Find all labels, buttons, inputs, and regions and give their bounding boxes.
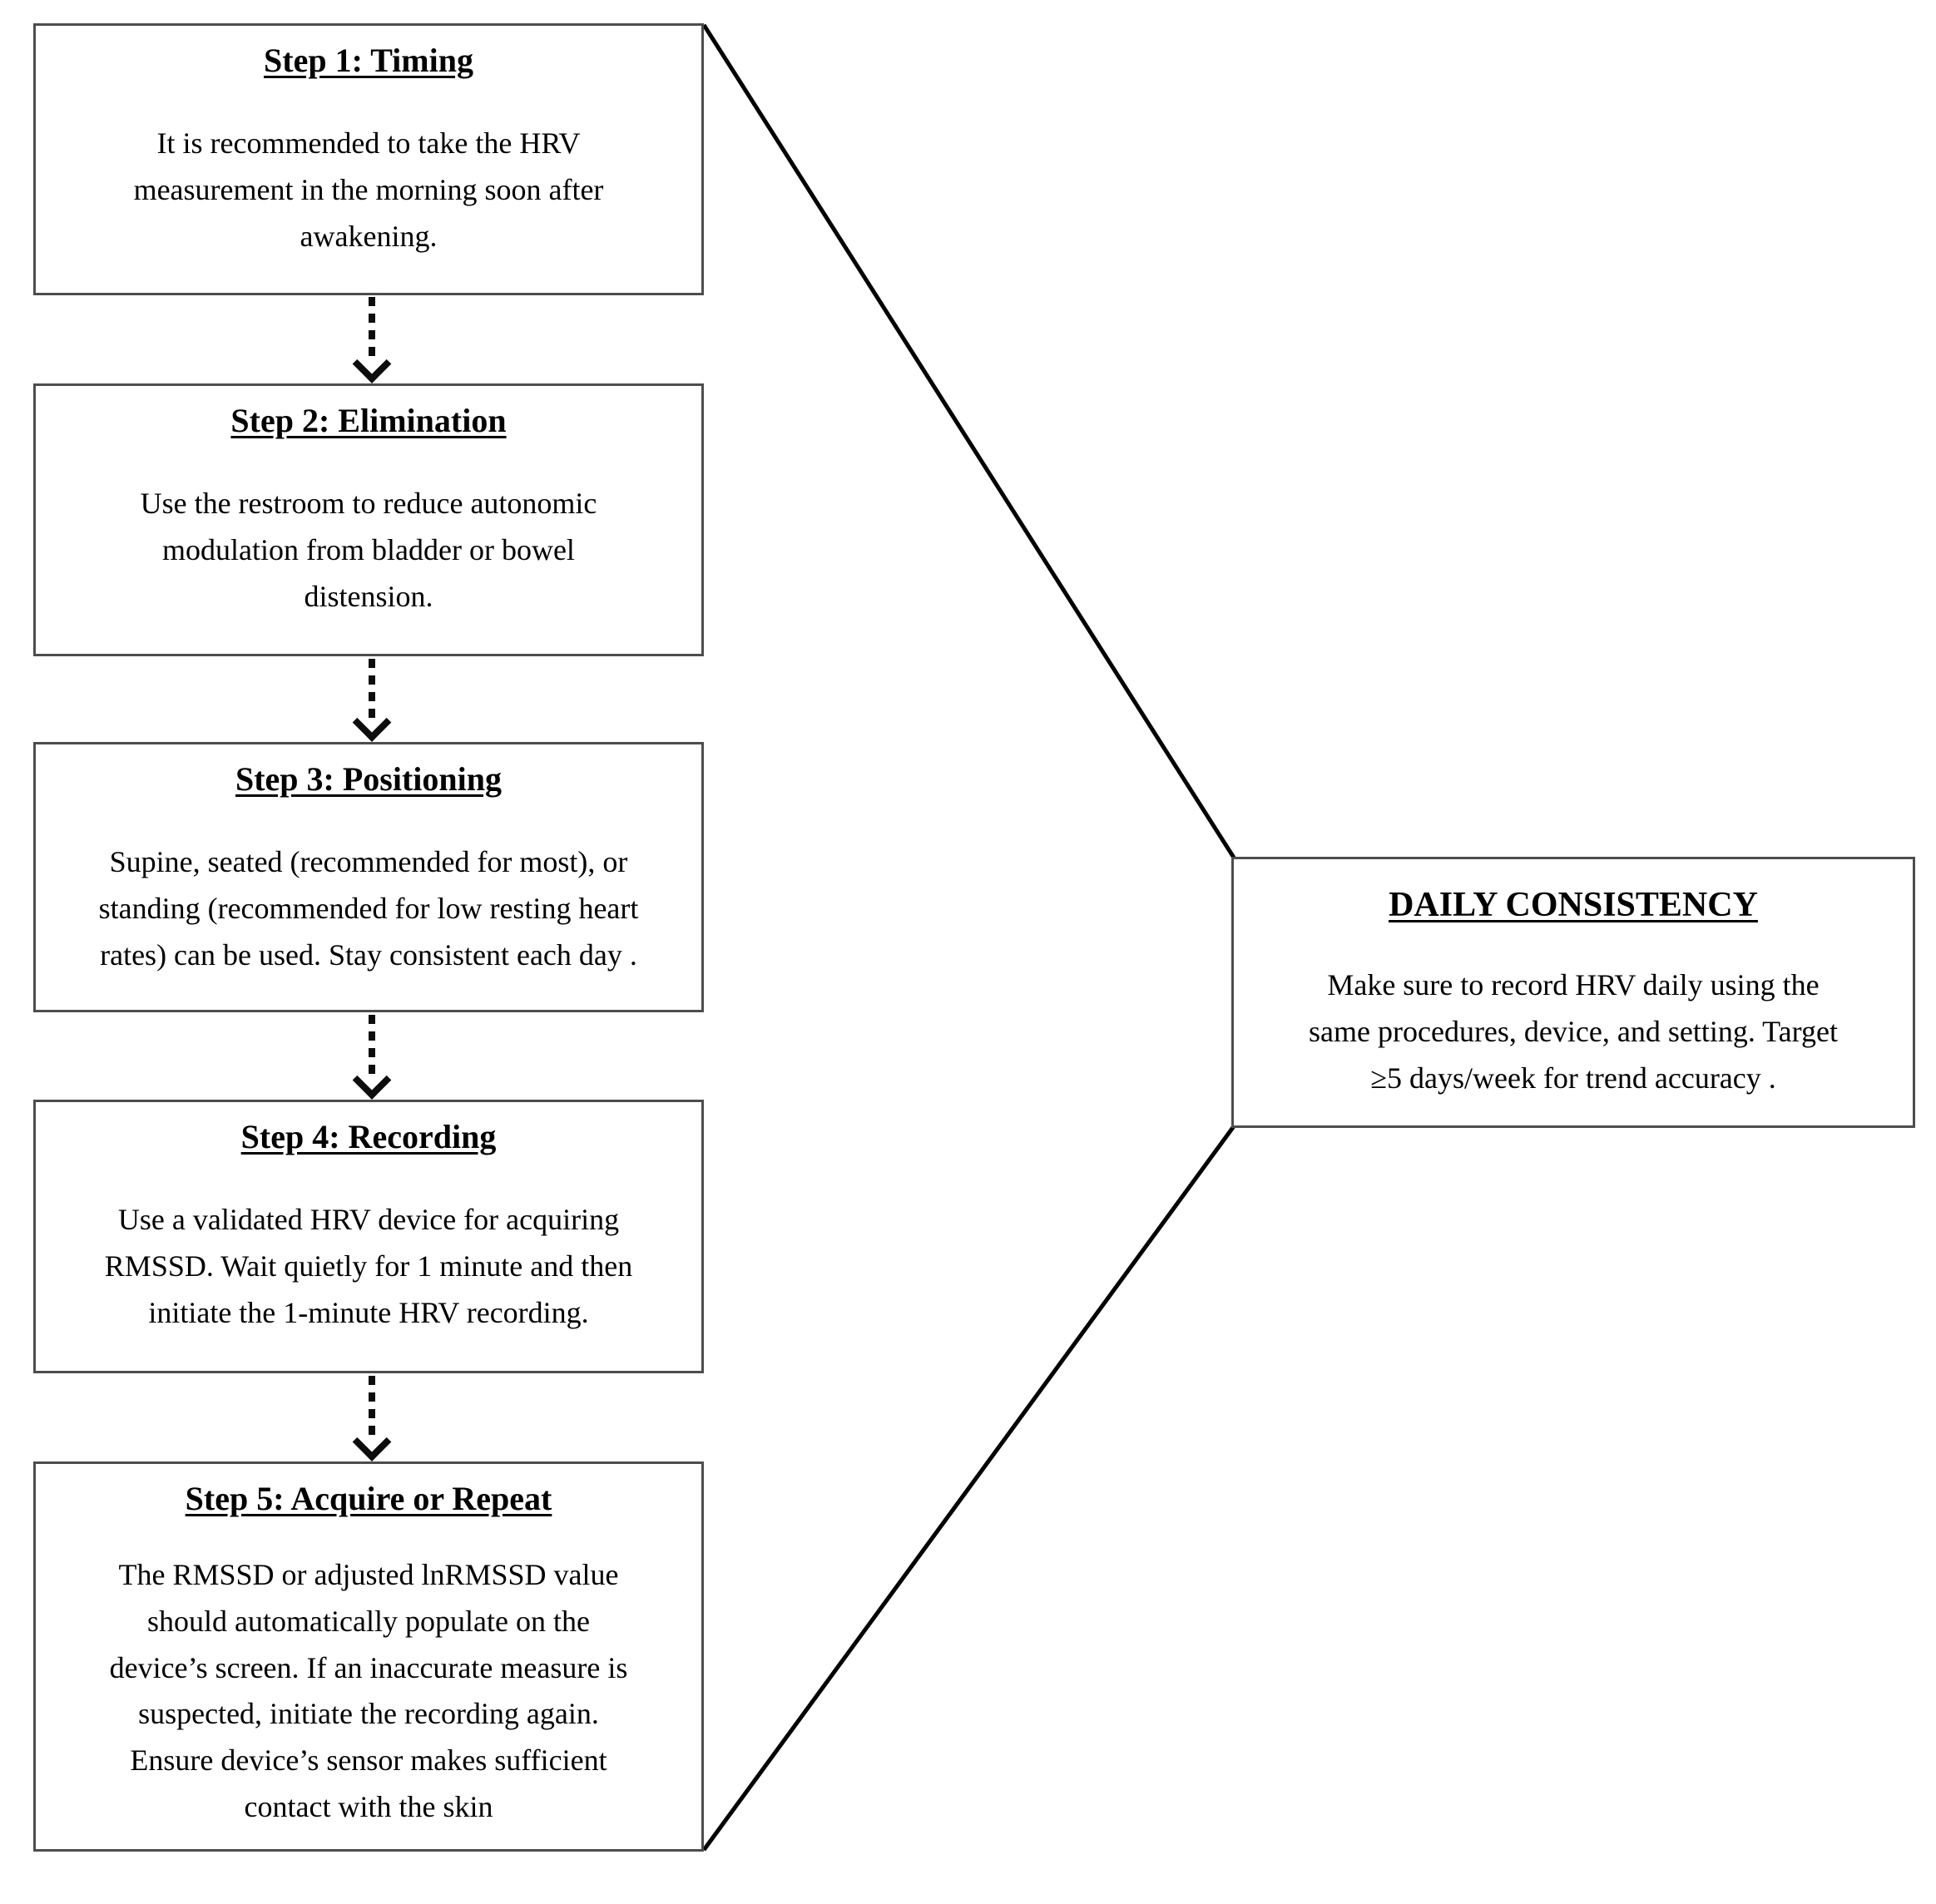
step-3-title: Step 3: Positioning bbox=[235, 760, 503, 798]
dotted-line bbox=[369, 297, 375, 362]
step-3-body: Supine, seated (recommended for most), o… bbox=[98, 845, 639, 972]
step-4-body: Use a validated HRV device for acquiring… bbox=[104, 1203, 633, 1329]
step-5-title: Step 5: Acquire or Repeat bbox=[185, 1480, 552, 1517]
step-2-body: Use the restroom to reduce autonomic mod… bbox=[140, 487, 597, 613]
daily-consistency-title: DAILY CONSISTENCY bbox=[1389, 886, 1758, 924]
arrowhead-down-icon bbox=[352, 1061, 392, 1100]
step-3-box: Step 3: Positioning Supine, seated (reco… bbox=[33, 742, 704, 1012]
dotted-line bbox=[369, 659, 375, 720]
arrowhead-down-icon bbox=[352, 1422, 392, 1461]
arrow-step1-to-step2 bbox=[352, 297, 392, 383]
arrowhead-down-icon bbox=[352, 344, 392, 383]
step-5-body: The RMSSD or adjusted lnRMSSD value shou… bbox=[109, 1558, 628, 1823]
step-1-body: It is recommended to take the HRV measur… bbox=[133, 126, 604, 253]
step-4-title: Step 4: Recording bbox=[240, 1118, 497, 1155]
arrow-step3-to-step4 bbox=[352, 1015, 392, 1100]
connector-step1-to-daily-consistency bbox=[701, 23, 1236, 859]
step-2-title: Step 2: Elimination bbox=[230, 402, 507, 439]
arrow-step4-to-step5 bbox=[352, 1376, 392, 1461]
arrowhead-down-icon bbox=[352, 703, 392, 742]
step-1-box: Step 1: Timing It is recommended to take… bbox=[33, 23, 704, 295]
step-1-title: Step 1: Timing bbox=[264, 42, 473, 79]
dotted-line bbox=[369, 1376, 375, 1440]
step-5-box: Step 5: Acquire or Repeat The RMSSD or a… bbox=[33, 1461, 704, 1852]
step-2-box: Step 2: Elimination Use the restroom to … bbox=[33, 383, 704, 656]
daily-consistency-box: DAILY CONSISTENCY Make sure to record HR… bbox=[1231, 857, 1915, 1128]
step-4-box: Step 4: Recording Use a validated HRV de… bbox=[33, 1100, 704, 1373]
dotted-line bbox=[369, 1015, 375, 1078]
connector-daily-consistency-to-step5 bbox=[701, 1125, 1236, 1852]
arrow-step2-to-step3 bbox=[352, 659, 392, 742]
daily-consistency-body: Make sure to record HRV daily using the … bbox=[1309, 968, 1838, 1095]
